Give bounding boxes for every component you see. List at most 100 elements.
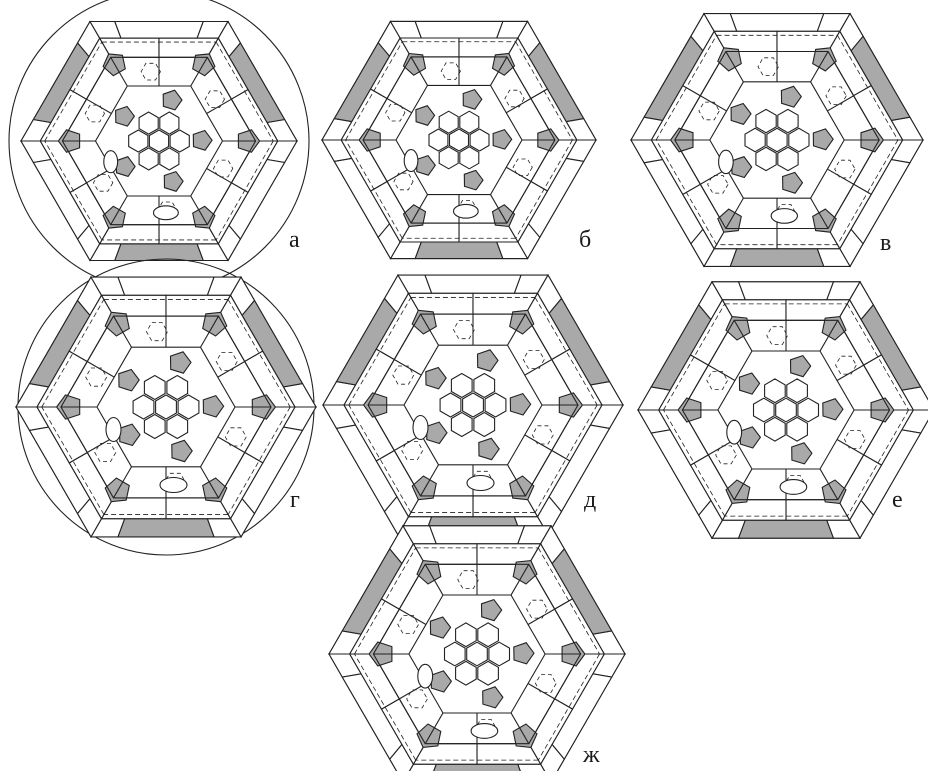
face-edge [510, 712, 530, 744]
dashed-edge [215, 140, 274, 241]
pentagon [730, 102, 752, 125]
hexagon-face [473, 411, 496, 438]
dashed-edge [348, 297, 412, 406]
hexagon-face [455, 622, 477, 648]
hexagon-face [443, 641, 466, 667]
ellipse-opening [470, 723, 499, 739]
hexagon-face [166, 413, 189, 440]
face-edge [420, 313, 439, 346]
ellipse-opening [466, 474, 495, 492]
face-edge [113, 315, 132, 348]
face-edge [424, 712, 444, 744]
pentagon [115, 105, 136, 127]
hexagon-face [438, 146, 459, 170]
pentagon [513, 642, 535, 665]
face-edge [490, 194, 508, 224]
hexagon-face [169, 129, 190, 153]
dashed-edge [515, 139, 573, 239]
hexagon-face [755, 146, 777, 172]
dashed-hexagon [535, 674, 557, 693]
face-edge [110, 57, 128, 87]
dashed-hexagon [84, 104, 105, 123]
face-edge [410, 56, 428, 86]
dashed-edge [41, 406, 105, 515]
dashed-hexagon [85, 367, 108, 387]
dashed-edge [846, 409, 909, 517]
rim-bar [414, 241, 504, 260]
face-edge [113, 466, 132, 499]
rim-bar [424, 274, 522, 294]
ellipse-opening [412, 414, 429, 441]
face-edge [725, 51, 744, 83]
hexagon-face [744, 127, 766, 153]
hexagon-face [777, 108, 799, 134]
pentagon [738, 372, 761, 395]
dashed-edge [837, 139, 899, 245]
dashed-hexagon [406, 689, 428, 709]
hexagon-face [477, 622, 499, 648]
ellipse-opening [417, 663, 434, 689]
ellipse-opening [103, 150, 119, 174]
face-edge [86, 361, 115, 378]
face-edge [490, 56, 508, 86]
dashed-hexagon [94, 442, 117, 463]
face-edge [190, 195, 208, 225]
dashed-edge [846, 303, 909, 411]
dashed-edge [655, 139, 717, 245]
pentagon [118, 368, 140, 392]
pentagon [780, 85, 802, 108]
dashed-hexagon [397, 615, 419, 634]
pentagon [812, 128, 834, 151]
pentagon [791, 442, 813, 465]
dashed-hexagon [140, 62, 161, 81]
hexagon-face [132, 394, 155, 420]
panel-d-cage [322, 273, 624, 537]
face-edge [527, 683, 555, 700]
hexagon-face [428, 128, 449, 152]
dashed-edge [537, 547, 600, 655]
panel-b-label: б [579, 227, 591, 253]
ellipse-opening [718, 149, 734, 175]
panel-zh-label: ж [582, 742, 600, 768]
rim-bar [114, 243, 204, 262]
hexagon-face [797, 397, 820, 423]
pentagon [789, 354, 812, 378]
ellipse-opening [726, 419, 743, 445]
rim-bar [737, 519, 835, 539]
dashed-edge [345, 139, 403, 239]
pentagon [782, 171, 804, 194]
center-hexagon [775, 397, 797, 423]
hexagon-face [439, 392, 462, 418]
hexagon-face [143, 374, 166, 401]
center-hexagon [448, 128, 470, 152]
dashed-hexagon [835, 355, 857, 375]
face-edge [86, 98, 112, 114]
pentagon [202, 394, 225, 418]
hexagon-face [786, 378, 808, 404]
hexagon-face [459, 146, 480, 170]
pentagon [482, 686, 504, 709]
face-edge [507, 313, 526, 346]
hexagon-face [177, 394, 200, 420]
hexagon-face [450, 411, 473, 438]
hexagon-face [484, 392, 507, 418]
face-edge [836, 364, 864, 381]
hexagon-face [143, 413, 166, 440]
dashed-hexagon [453, 320, 475, 340]
pentagon [163, 170, 184, 192]
hexagon-face [786, 416, 808, 442]
rim-bar [414, 20, 504, 39]
dashed-hexagon [392, 365, 415, 385]
face-edge [206, 168, 232, 184]
dashed-edge [345, 41, 403, 141]
dashed-hexagon [393, 172, 414, 191]
dashed-hexagon [698, 101, 720, 121]
panel-g-label: г [290, 487, 300, 513]
pentagon [480, 598, 503, 622]
dashed-hexagon [526, 599, 548, 619]
face-edge [810, 51, 829, 83]
pentagon [492, 128, 513, 150]
dashed-hexagon [224, 427, 247, 447]
panel-a-cage [8, 0, 310, 292]
rim-bar [117, 276, 215, 296]
